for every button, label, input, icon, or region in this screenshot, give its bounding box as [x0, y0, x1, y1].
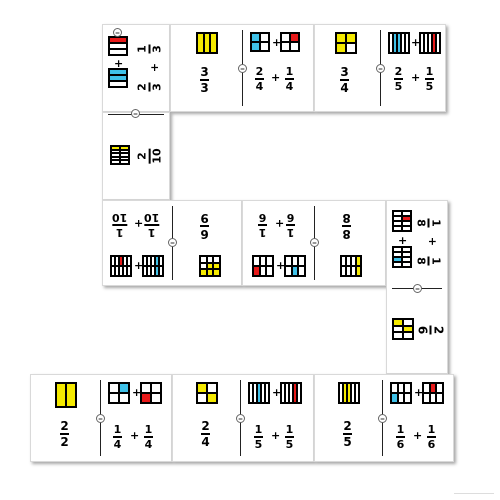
plus-sign: + [276, 259, 286, 272]
plus-sign: + [114, 57, 124, 70]
fraction-model-sixths-blue [284, 255, 306, 277]
fraction-model-quarters-yellow [196, 382, 218, 404]
plus-sign: + [411, 36, 421, 49]
fraction-model-sixths-red [422, 382, 444, 404]
fraction-model-eighths-red [392, 210, 412, 232]
equals-circle-icon: = [378, 414, 387, 423]
fraction-model-sixths-red [252, 255, 274, 277]
fraction-model-sixths-yellow [392, 318, 414, 340]
equals-circle-icon: = [131, 109, 140, 118]
fraction-model-tenths [110, 145, 130, 165]
equals-circle-icon: = [238, 64, 247, 73]
plus-sign: + [275, 217, 285, 230]
plus-sign: + [130, 429, 140, 442]
plus-sign: + [134, 259, 144, 272]
equals-circle-icon: = [413, 284, 422, 293]
equals-circle-icon: = [376, 64, 385, 73]
fraction-model-quarters-blue [250, 32, 270, 52]
fraction-model-ninths-yellow [199, 255, 221, 277]
equals-circle-icon: = [168, 238, 177, 247]
equals-circle-icon: = [236, 414, 245, 423]
fraction-model-quarters-blue [108, 382, 130, 404]
plus-sign: + [148, 62, 162, 73]
fraction-model-eighths-yellow [340, 255, 362, 277]
fraction-model-tenths-red [110, 255, 132, 277]
fraction-model-thirds-blue [108, 68, 128, 88]
fraction-model-fifths-yellow [338, 382, 360, 404]
plus-sign: + [134, 217, 144, 230]
page-edge-line [454, 493, 494, 494]
plus-sign: + [413, 429, 423, 442]
plus-sign: + [411, 71, 421, 84]
equals-circle-icon: = [113, 28, 122, 37]
equals-circle-icon: = [96, 414, 105, 423]
fraction-model-thirds-red [108, 36, 128, 56]
plus-sign: + [132, 386, 142, 399]
plus-sign: + [398, 234, 408, 247]
fraction-model-quarters-red [280, 32, 300, 52]
fraction-model-halves-yellow [55, 382, 77, 408]
plus-sign: + [426, 236, 440, 247]
equals-circle-icon: = [310, 238, 319, 247]
fraction-model-quarters-yellow [335, 32, 357, 54]
fraction-model-fifths-blue [248, 382, 270, 404]
fraction-model-fifths-blue [388, 32, 410, 54]
plus-sign: + [414, 386, 424, 399]
fraction-model-tenths-blue [142, 255, 164, 277]
fraction-model-thirds-yellow [196, 32, 218, 54]
fraction-model-fifths-red [419, 32, 441, 54]
fraction-model-sixths-blue [390, 382, 412, 404]
fraction-model-eighths-blue [392, 246, 412, 268]
plus-sign: + [271, 429, 281, 442]
fraction-model-quarters-red [140, 382, 162, 404]
plus-sign: + [271, 71, 281, 84]
plus-sign: + [272, 386, 282, 399]
plus-sign: + [272, 36, 282, 49]
fraction-model-fifths-red [280, 382, 302, 404]
